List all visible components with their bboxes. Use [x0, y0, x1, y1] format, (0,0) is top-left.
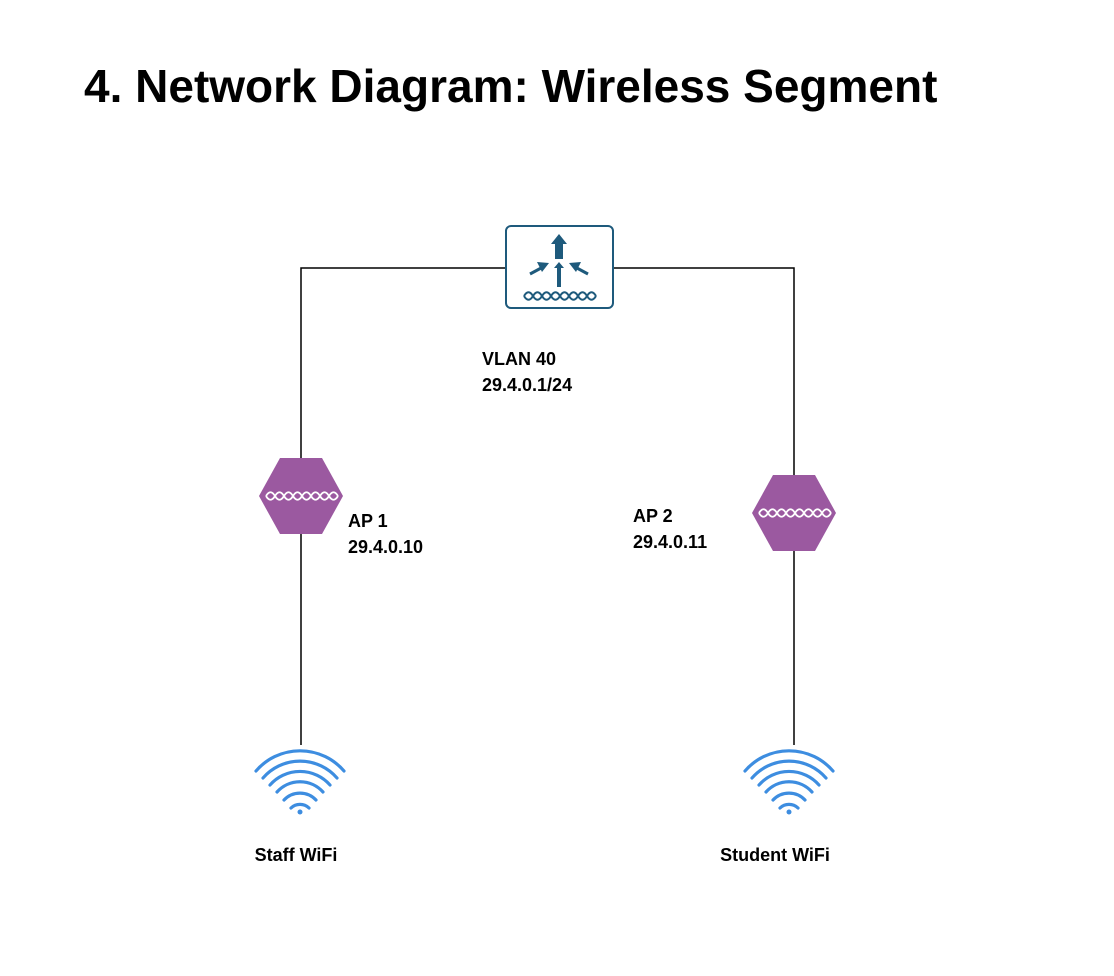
ap1-ports — [265, 491, 339, 501]
layer3-switch-icon[interactable] — [505, 225, 614, 309]
ap2-ip: 29.4.0.11 — [633, 532, 708, 552]
link-switch-ap1 — [300, 267, 506, 458]
access-point-1-icon[interactable] — [259, 458, 343, 534]
switch-arrows — [529, 234, 589, 287]
network-links — [300, 267, 795, 745]
switch-subnet: 29.4.0.1/24 — [482, 375, 573, 395]
ap1-name: AP 1 — [348, 511, 388, 531]
student-wifi-icon[interactable] — [743, 749, 835, 815]
ap1-label: AP 1 29.4.0.10 — [348, 508, 423, 560]
ap2-label: AP 2 29.4.0.11 — [633, 503, 707, 555]
ap1-ip: 29.4.0.10 — [348, 537, 424, 557]
staff-wifi-icon[interactable] — [254, 749, 346, 815]
student-wifi-label: Student WiFi — [720, 845, 830, 865]
staff-wifi-label: Staff WiFi — [254, 845, 338, 865]
switch-label: VLAN 40 29.4.0.1/24 — [482, 346, 572, 398]
switch-vlan: VLAN 40 — [482, 349, 557, 369]
page-title: 4. Network Diagram: Wireless Segment — [84, 60, 938, 112]
link-switch-ap2 — [613, 267, 795, 475]
access-point-2-icon[interactable] — [752, 475, 836, 551]
switch-ports — [523, 291, 597, 301]
ap2-name: AP 2 — [633, 506, 673, 526]
ap2-ports — [758, 508, 832, 518]
